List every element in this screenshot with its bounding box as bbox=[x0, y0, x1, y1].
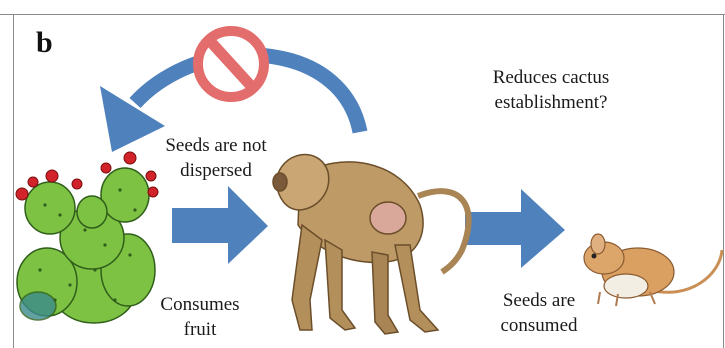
caption-seeds-not-dispersed: Seeds are not dispersed bbox=[158, 133, 274, 183]
caption-consumes-fruit: Consumes fruit bbox=[154, 292, 246, 342]
caption-reduces-establishment: Reduces cactus establishment? bbox=[476, 65, 626, 115]
caption-seeds-consumed: Seeds are consumed bbox=[487, 288, 591, 338]
